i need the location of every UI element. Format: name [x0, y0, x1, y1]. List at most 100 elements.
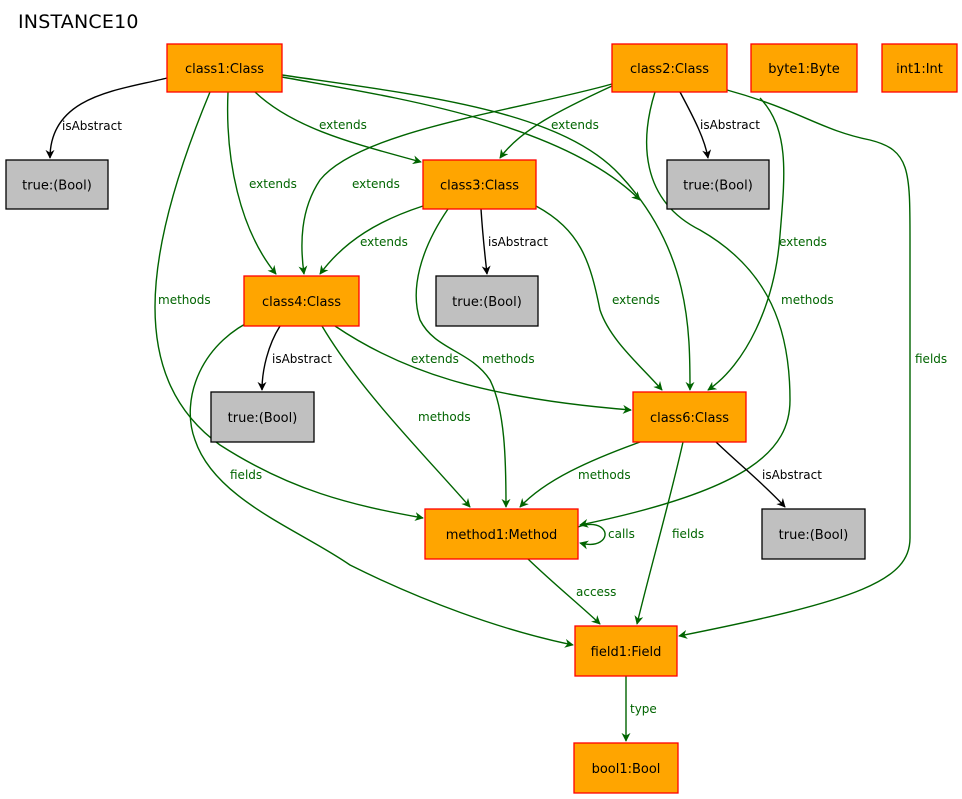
node-box[interactable]: [666, 159, 770, 210]
edge-label-extends: extends: [551, 118, 599, 132]
node-label: true:(Bool): [22, 179, 92, 194]
edge-class2-class6-extends: [707, 97, 785, 391]
edge-class1-bool_a-isabstract: [45, 77, 168, 159]
edge-label-calls: calls: [608, 527, 635, 541]
edge-class6-method1-methods: [519, 441, 641, 508]
node-label: int1:Int: [896, 62, 943, 77]
node-label: class1:Class: [185, 62, 264, 77]
node-label: class2:Class: [630, 62, 709, 77]
node-class3[interactable]: class3:Class: [422, 159, 537, 210]
edges-layer: [45, 74, 911, 742]
edge-class4-bool_d-isabstract: [257, 325, 281, 391]
edge-class1-method1-methods: [154, 91, 424, 522]
edge-class3-bool_c-isabstract: [480, 208, 491, 275]
edge-label-methods: methods: [158, 293, 211, 307]
node-label: class6:Class: [650, 411, 729, 426]
edge-class6-field1-fields: [634, 441, 684, 625]
node-bool_a[interactable]: true:(Bool): [5, 159, 109, 210]
nodes-layer: class1:Class class2:Class byte1:Byte int1:I…: [5, 43, 958, 794]
edge-class2-field1-fields: [678, 89, 911, 639]
edge-method1-method1-calls: [577, 523, 606, 550]
node-method1[interactable]: method1:Method: [424, 508, 579, 560]
edge-label-extends: extends: [779, 235, 827, 249]
node-box[interactable]: [611, 43, 728, 93]
edge-method1-field1-access: [527, 558, 601, 625]
edge-label-extends: extends: [319, 118, 367, 132]
edge-labels-layer: isAbstract extends extends methods isAbstrac…: [0, 0, 947, 716]
node-bool1[interactable]: bool1:Bool: [573, 742, 679, 794]
node-label: byte1:Byte: [768, 62, 839, 77]
node-box[interactable]: [422, 159, 537, 210]
node-box[interactable]: [243, 275, 360, 327]
node-box[interactable]: [5, 159, 109, 210]
edge-label-extends: extends: [352, 177, 400, 191]
node-class1[interactable]: class1:Class: [166, 43, 283, 93]
edge-label-isabstract: isAbstract: [272, 352, 332, 366]
node-label: field1:Field: [591, 645, 662, 660]
node-box[interactable]: [210, 391, 315, 443]
edge-label-extends: extends: [411, 352, 459, 366]
edge-class2-class3-extends: [499, 85, 613, 159]
edge-label-isabstract: isAbstract: [700, 118, 760, 132]
edge-label-access: access: [576, 585, 616, 599]
diagram-title: INSTANCE10: [18, 11, 139, 33]
edge-label-isabstract: isAbstract: [62, 119, 122, 133]
edge-label-extends: extends: [360, 235, 408, 249]
edge-label-methods: methods: [482, 352, 535, 366]
node-box[interactable]: [435, 275, 539, 327]
edge-class1-class4-extends: [226, 91, 277, 275]
edge-label-methods: methods: [578, 468, 631, 482]
edge-label-isabstract: isAbstract: [762, 468, 822, 482]
edge-label-extends: extends: [249, 177, 297, 191]
edge-class2-class4-extends: [298, 83, 613, 275]
node-box[interactable]: [632, 391, 747, 443]
edge-class1-class3-extends: [254, 91, 422, 165]
edge-label-methods: methods: [418, 410, 471, 424]
node-label: class4:Class: [262, 295, 341, 310]
node-box[interactable]: [881, 43, 958, 93]
edge-class3-class4-extends: [319, 205, 424, 275]
edge-label-extends: extends: [0, 0, 48, 3]
edge-label-fields: fields: [672, 527, 704, 541]
node-label: true:(Bool): [779, 528, 849, 543]
edge-class1-class6-extends: [281, 76, 641, 201]
node-byte1[interactable]: byte1:Byte: [750, 43, 858, 93]
node-label: true:(Bool): [683, 179, 753, 194]
edge-class1-class6: [281, 74, 695, 391]
edge-class4-class6-extends: [334, 325, 632, 414]
edge-class3-class6-extends: [535, 205, 663, 391]
node-label: method1:Method: [446, 528, 558, 543]
edge-label-methods: methods: [781, 293, 834, 307]
edge-label-isabstract: isAbstract: [488, 235, 548, 249]
node-field1[interactable]: field1:Field: [574, 625, 678, 677]
node-box[interactable]: [761, 508, 866, 560]
edge-label-fields: fields: [915, 352, 947, 366]
node-bool_b[interactable]: true:(Bool): [666, 159, 770, 210]
node-class4[interactable]: class4:Class: [243, 275, 360, 327]
edge-class6-bool_e-isabstract: [715, 441, 786, 508]
node-label: true:(Bool): [452, 295, 522, 310]
node-bool_d[interactable]: true:(Bool): [210, 391, 315, 443]
edge-class4-field1-fields: [189, 315, 574, 648]
edge-class3-method1-methods: [415, 208, 511, 508]
edge-label-type: type: [630, 702, 657, 716]
edge-class2-method1-methods: [579, 91, 791, 528]
node-box[interactable]: [574, 625, 678, 677]
node-label: true:(Bool): [228, 411, 298, 426]
node-bool_e[interactable]: true:(Bool): [761, 508, 866, 560]
node-label: bool1:Bool: [592, 762, 661, 777]
node-box[interactable]: [166, 43, 283, 93]
edge-class4-method1-methods: [321, 325, 471, 508]
node-label: class3:Class: [440, 179, 519, 194]
node-int1[interactable]: int1:Int: [881, 43, 958, 93]
edge-label-extends: extends: [612, 293, 660, 307]
node-class6[interactable]: class6:Class: [632, 391, 747, 443]
node-class2[interactable]: class2:Class: [611, 43, 728, 93]
node-box[interactable]: [750, 43, 858, 93]
edge-label-fields: fields: [230, 468, 262, 482]
node-box[interactable]: [573, 742, 679, 794]
edge-class2-bool_b-isabstract: [679, 91, 712, 159]
node-bool_c[interactable]: true:(Bool): [435, 275, 539, 327]
node-box[interactable]: [424, 508, 579, 560]
